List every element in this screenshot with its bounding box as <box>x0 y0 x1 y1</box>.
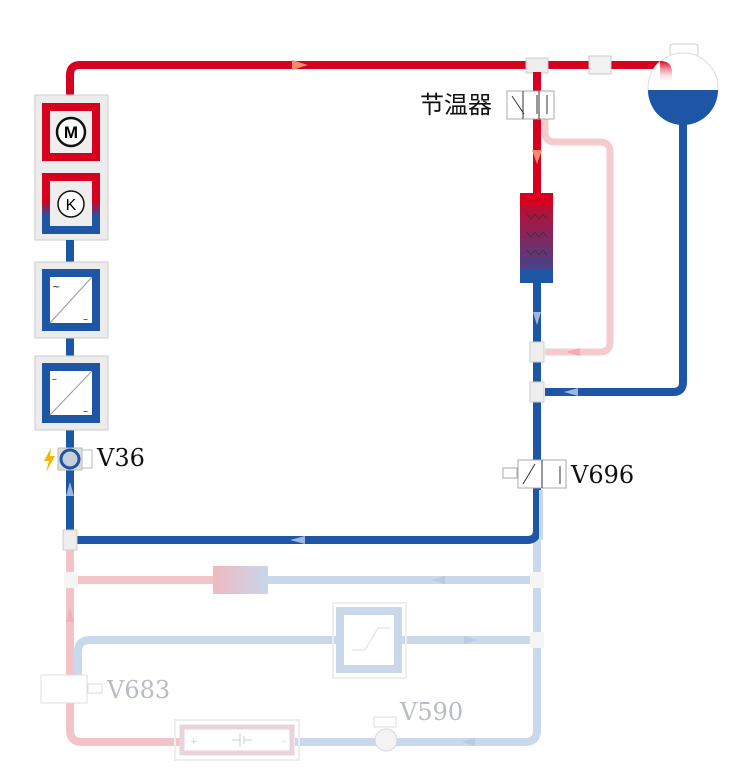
inactive-circuit <box>66 495 541 746</box>
bypass-flow-arrow <box>566 348 580 356</box>
v36-pump[interactable] <box>59 448 81 470</box>
thermostat-symbol-icon <box>511 91 548 119</box>
radiator <box>520 193 553 283</box>
v590-motor-icon <box>373 716 397 728</box>
inactive-cold-pipe-middle <box>74 636 537 690</box>
inactive-tee <box>530 572 544 588</box>
inactive-flow-arrow-up <box>66 608 74 622</box>
svg-text:+: + <box>190 737 198 747</box>
v590-label: V590 <box>400 698 464 726</box>
lightning-icon <box>44 448 55 472</box>
flow-arrow-down <box>532 150 542 164</box>
inactive-heater-housing <box>332 602 407 679</box>
circuit-tee <box>62 529 78 551</box>
ptc-curve-icon <box>352 627 390 651</box>
v36-control-icon <box>81 449 93 469</box>
tank-inflow <box>660 61 672 82</box>
tank-coolant-level <box>648 90 718 125</box>
electric-motor <box>42 103 100 161</box>
v696-symbol-icon <box>522 460 561 488</box>
v696-actuator-icon <box>502 467 518 479</box>
flow-arrow-up <box>66 482 74 496</box>
restrictor <box>588 55 612 75</box>
thermostat-tee <box>525 57 549 74</box>
compressor-symbol: K <box>66 197 77 214</box>
compressor <box>42 173 100 234</box>
converter-diagonal-icon <box>49 370 93 416</box>
battery-housing <box>174 719 300 761</box>
v683-valve[interactable] <box>40 674 88 704</box>
flow-arrow-right <box>292 60 308 70</box>
svg-text:–: – <box>83 406 88 417</box>
inactive-hot-pipe-left <box>66 550 180 746</box>
flow-arrow-left <box>564 388 578 396</box>
converter-diagonal-icon <box>49 276 93 324</box>
inactive-cold-pipe-right <box>295 495 541 746</box>
hot-supply-pipe <box>66 61 665 98</box>
inactive-heater <box>213 566 268 594</box>
motor-symbol: M <box>64 123 78 142</box>
tank-return-tee <box>529 381 545 403</box>
v683-label: V683 <box>107 676 171 704</box>
expansion-tank-return-pipe <box>545 115 687 396</box>
motor-icon <box>55 116 87 148</box>
thermostat-bypass-pipe <box>541 118 614 356</box>
svg-text:–: – <box>52 374 57 385</box>
v590-pump[interactable] <box>374 728 398 752</box>
thermostat-valve[interactable] <box>506 90 555 120</box>
inactive-tee <box>64 572 78 588</box>
v36-label: V36 <box>97 444 145 472</box>
battery-symbol-icon <box>232 733 252 747</box>
svg-text:~: ~ <box>52 282 60 293</box>
flow-arrow-down <box>533 312 541 325</box>
v696-label: V696 <box>571 461 635 489</box>
bypass-tee <box>529 341 545 363</box>
radiator-coil-icon <box>526 213 548 256</box>
compressor-icon <box>57 190 85 218</box>
svg-text:–: – <box>282 737 287 747</box>
svg-text:–: – <box>83 314 88 325</box>
flow-arrow-left <box>290 536 305 544</box>
cold-return-pipe <box>66 283 541 544</box>
v683-actuator-icon <box>87 683 103 694</box>
inactive-tee <box>530 632 544 648</box>
inactive-ptc-heater <box>336 607 402 673</box>
thermostat-label: 节温器 <box>420 91 492 119</box>
